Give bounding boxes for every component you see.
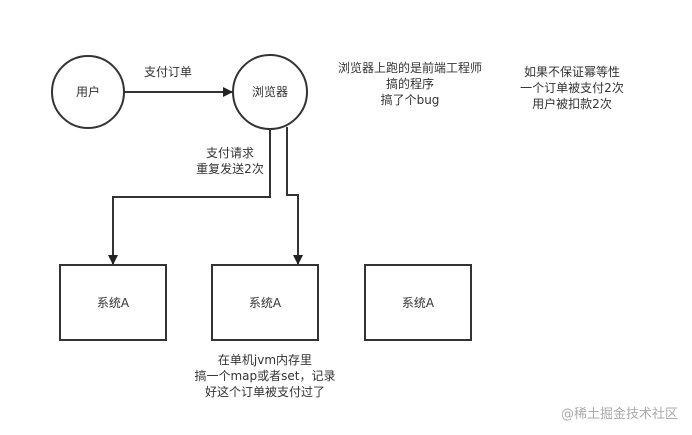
user-label: 用户 <box>75 85 101 99</box>
browser-label: 浏览器 <box>251 85 289 99</box>
note-line: 搞一个map或者set，记录 <box>194 369 336 383</box>
note-line: 好这个订单被支付过了 <box>204 385 326 399</box>
system-box-3 <box>364 264 472 341</box>
browser-bug-note: 浏览器上跑的是前端工程师 搞的程序 搞了个bug <box>338 60 482 108</box>
idempotency-note: 如果不保证幂等性 一个订单被支付2次 用户被扣款2次 <box>520 64 624 112</box>
note-line: 如果不保证幂等性 <box>523 65 621 79</box>
note-line: 用户被扣款2次 <box>532 97 612 111</box>
note-line: 一个订单被支付2次 <box>520 81 624 95</box>
pay-order-label: 支付订单 <box>143 65 193 79</box>
watermark: @稀土掘金技术社区 <box>560 407 678 422</box>
system-label-3: 系统A <box>401 296 435 310</box>
request-arrow-1 <box>108 129 271 265</box>
request-arrow-2 <box>286 127 303 265</box>
note-line: 搞的程序 <box>385 77 435 91</box>
system-label-2: 系统A <box>248 296 282 310</box>
system-label-1: 系统A <box>96 296 130 310</box>
jvm-memory-note: 在单机jvm内存里 搞一个map或者set，记录 好这个订单被支付过了 <box>194 352 335 400</box>
pay-request-line: 支付请求 <box>205 146 255 160</box>
pay-request-label: 支付请求 重复发送2次 <box>196 145 264 177</box>
system-box-2 <box>211 264 319 341</box>
pay-request-line: 重复发送2次 <box>196 162 264 176</box>
note-line: 搞了个bug <box>380 93 440 107</box>
note-line: 浏览器上跑的是前端工程师 <box>337 61 483 75</box>
note-line: 在单机jvm内存里 <box>217 353 313 367</box>
system-box-1 <box>59 264 167 341</box>
